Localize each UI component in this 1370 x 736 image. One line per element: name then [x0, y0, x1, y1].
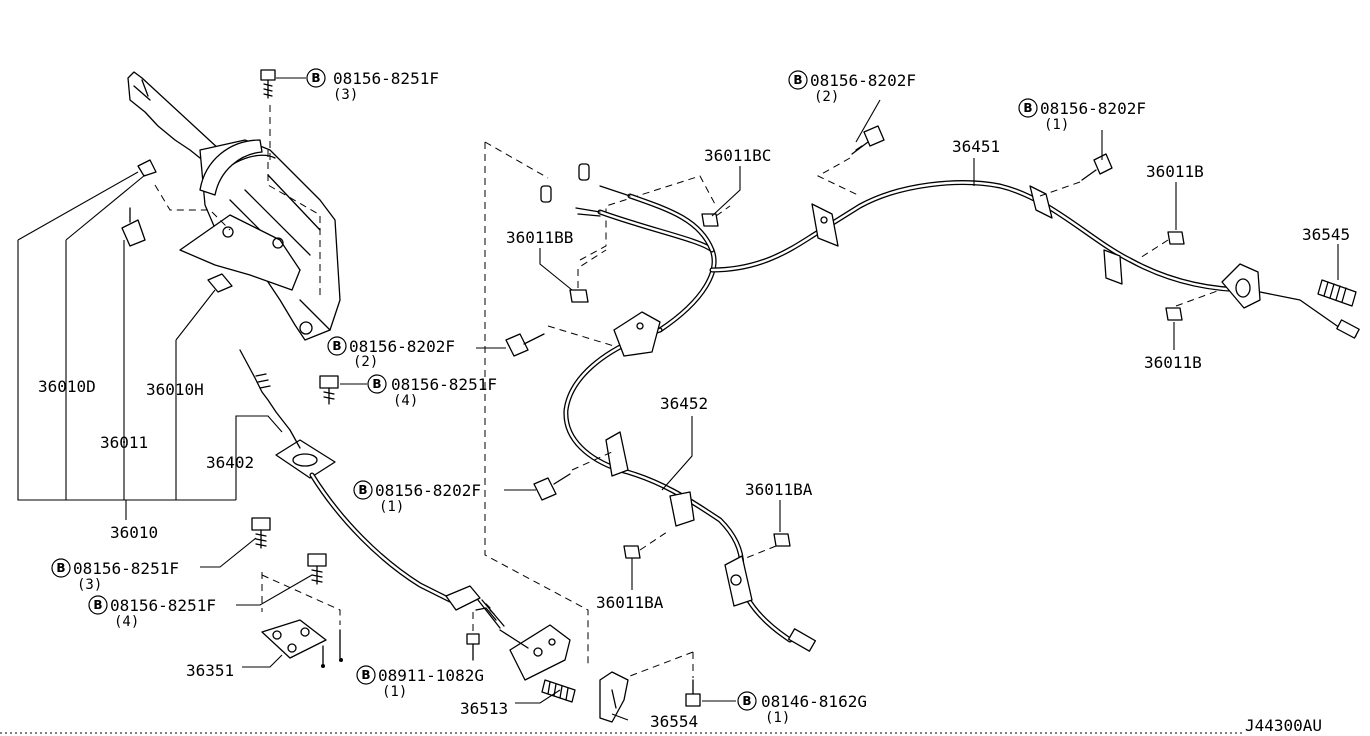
label-36011: 36011	[100, 433, 148, 452]
brake-lever-assembly	[127, 71, 341, 341]
bolt-top-center	[260, 69, 276, 99]
bolt-36010H	[207, 273, 233, 293]
part-number: 08156-8202F	[349, 337, 455, 356]
callout-c4: B 08156-8202F (2)	[327, 336, 455, 370]
callout-c6: B 08156-8202F (1)	[353, 480, 481, 515]
bolt-08156-8251F-lower-b	[307, 553, 327, 585]
quantity: (1)	[765, 710, 790, 726]
badge-b: B	[332, 339, 341, 353]
nut-36011BA-a	[745, 533, 791, 559]
label-36010H: 36010H	[146, 380, 204, 399]
callout-c5: B 08156-8251F (4)	[367, 374, 497, 409]
quantity: (2)	[353, 354, 378, 370]
part-number: 08156-8202F	[810, 71, 916, 90]
hidden-outline-box	[484, 141, 589, 665]
leader-lines	[17, 77, 1339, 721]
bolt-08156-8202F-mid	[505, 325, 615, 357]
quantity: (2)	[814, 89, 839, 105]
clip-36010D	[137, 159, 157, 177]
nut-36011BA-b	[623, 529, 671, 559]
part-number: 08156-8202F	[1040, 99, 1146, 118]
label-36010: 36010	[110, 523, 158, 542]
label-36011BC: 36011BC	[704, 146, 771, 165]
badge-b: B	[311, 71, 320, 85]
quantity: (3)	[333, 87, 358, 103]
badge-b: B	[361, 668, 370, 682]
spring-36545	[1317, 279, 1357, 307]
quantity: (4)	[393, 393, 418, 409]
label-36452: 36452	[660, 394, 708, 413]
label-36513: 36513	[460, 699, 508, 718]
quantity: (4)	[114, 614, 139, 630]
bolt-08156-8202F-right	[1039, 153, 1113, 197]
bolt-08156-8202F-low	[533, 451, 613, 501]
bolt-08156-8202F-top	[816, 125, 885, 197]
rear-cable-36452	[563, 311, 817, 652]
label-36011B-upper: 36011B	[1146, 162, 1204, 181]
bracket-36554	[599, 671, 629, 723]
callout-c3: B 08156-8202F (1)	[1018, 98, 1146, 133]
label-36010D: 36010D	[38, 377, 96, 396]
callout-c7: B 08156-8251F (3)	[51, 558, 179, 593]
nut-36011BB	[569, 249, 607, 303]
label-36402: 36402	[206, 453, 254, 472]
quantity: (3)	[77, 577, 102, 593]
label-36351: 36351	[186, 661, 234, 680]
callout-c9: B 08911-1082G (1)	[356, 665, 484, 700]
label-36011BB: 36011BB	[506, 228, 573, 247]
callout-c8: B 08156-8251F (4)	[88, 595, 216, 630]
part-number: 08911-1082G	[378, 666, 484, 685]
label-36451: 36451	[952, 137, 1000, 156]
label-36554: 36554	[650, 712, 698, 731]
bolt-08156-8251F-mid	[319, 375, 339, 405]
cover-plate-36351	[261, 572, 343, 668]
quantity: (1)	[379, 499, 404, 515]
badge-b: B	[372, 377, 381, 391]
diagram-code: J44300AU	[1245, 716, 1322, 735]
nut-36011BC	[701, 205, 731, 227]
part-labels: 36010 36010D 36011 36010H 36402 36351 36…	[38, 137, 1350, 731]
part-number: 08156-8251F	[333, 69, 439, 88]
callout-c1: B 08156-8251F (3)	[306, 68, 439, 103]
equalizer-bracket	[499, 624, 571, 681]
part-number: 08156-8202F	[375, 481, 481, 500]
label-36011BA-upper: 36011BA	[745, 480, 813, 499]
label-36011B-lower: 36011B	[1144, 353, 1202, 372]
bolt-08146	[629, 651, 701, 707]
badge-b: B	[93, 598, 102, 612]
quantity: (1)	[1044, 117, 1069, 133]
badge-b: B	[742, 694, 751, 708]
part-number: 08156-8251F	[391, 375, 497, 394]
bolt-08156-8251F-lower-a	[251, 517, 271, 549]
part-number: 08156-8251F	[73, 559, 179, 578]
label-36011BA-lower: 36011BA	[596, 593, 664, 612]
quantity: (1)	[382, 684, 407, 700]
label-36545: 36545	[1302, 225, 1350, 244]
front-cable-36402	[239, 349, 505, 629]
nut-36011B-lower	[1165, 289, 1221, 321]
callout-c10: B 08146-8162G (1)	[737, 691, 867, 726]
nut-08911	[466, 612, 480, 661]
part-number: 08156-8251F	[110, 596, 216, 615]
badge-b: B	[56, 561, 65, 575]
part-number: 08146-8162G	[761, 692, 867, 711]
badge-b: B	[1023, 101, 1032, 115]
callout-c2: B 08156-8202F (2)	[788, 70, 916, 105]
rear-cable-36451	[540, 163, 1360, 339]
nut-36011B-upper	[1139, 231, 1185, 259]
badge-b: B	[358, 483, 367, 497]
clip-36011	[121, 207, 146, 247]
badge-b: B	[793, 73, 802, 87]
